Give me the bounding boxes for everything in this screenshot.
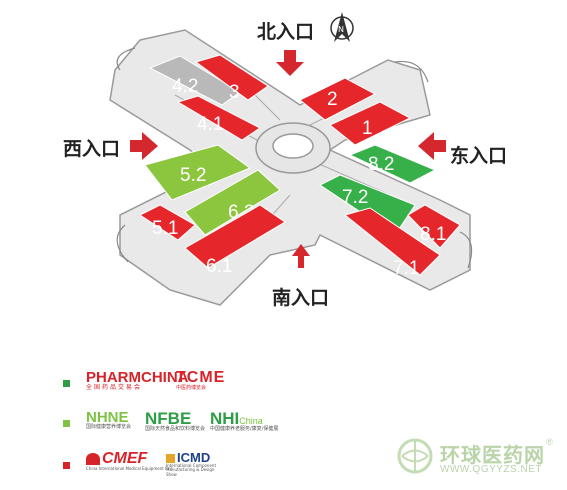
legend-swatch-lightgreen xyxy=(63,420,70,427)
hall-label: 8.1 xyxy=(420,224,446,245)
pharmchina-name: PHARMCHINA xyxy=(86,369,189,386)
north-entrance-label: 北入口 xyxy=(257,21,314,43)
nfbe-sub: 国际天然食品和饮料博览会 xyxy=(145,426,206,432)
hall-2[interactable] xyxy=(299,77,377,121)
nfbe-logo: NFBE 国际天然食品和饮料博览会 xyxy=(145,410,205,433)
compass-icon: N xyxy=(330,12,354,42)
hall-label: 4.2 xyxy=(172,76,198,97)
watermark-name: 环球医药网 xyxy=(440,443,545,467)
hall-7-1[interactable] xyxy=(343,207,441,276)
watermark-url: WWW.QGYYZS.NET xyxy=(440,464,542,475)
hall-5-2[interactable] xyxy=(144,144,252,201)
icmd-sub: International Component Manufacturing & … xyxy=(166,463,217,477)
hall-4-1[interactable] xyxy=(176,95,261,141)
east-arrow xyxy=(418,132,446,160)
pharmchina-logo: PHARMCHINA 全国药品交易会 xyxy=(86,370,189,392)
hall-label: 2 xyxy=(327,89,338,110)
tcme-logo: TCME 中医药博览会 xyxy=(176,370,225,392)
watermark-reg: ® xyxy=(546,437,553,447)
nhi-sub: 中国健康养老服务/康复/保健展 xyxy=(210,426,279,432)
south-arrow xyxy=(292,244,310,268)
nfbe-name: NFBE xyxy=(145,409,192,428)
cmef-sub: China International Medical Equipment Fa… xyxy=(86,466,173,471)
hall-label: 5.1 xyxy=(152,218,178,239)
legend-swatch-green xyxy=(63,380,70,387)
hall-1[interactable] xyxy=(329,101,412,146)
hall-5-1[interactable] xyxy=(139,204,196,241)
cmef-name: CMEF xyxy=(102,450,148,467)
icmd-name: ICMD xyxy=(177,450,211,465)
west-arrow xyxy=(130,132,158,160)
compass-letter: N xyxy=(338,25,344,34)
east-entrance-label: 东入口 xyxy=(450,144,507,167)
hall-label: 5.2 xyxy=(180,165,206,186)
nhi-suffix: China xyxy=(239,416,263,426)
nhne-name: NHNE xyxy=(86,409,129,426)
icmd-title: ICMD xyxy=(166,451,226,464)
cmef-icon xyxy=(86,452,100,465)
south-entrance-label: 南入口 xyxy=(272,287,329,309)
west-entrance-label: 西入口 xyxy=(63,138,120,160)
hall-8-1[interactable] xyxy=(407,204,461,249)
hall-label: 6.1 xyxy=(206,256,232,277)
icmd-icon xyxy=(166,454,175,464)
nhne-sub: 国际健康营养博览会 xyxy=(86,424,132,430)
hall-label: 3 xyxy=(229,82,240,103)
hall-8-2[interactable] xyxy=(348,144,437,184)
watermark: 环球医药网 ® WWW.QGYYZS.NET xyxy=(396,437,556,477)
tcme-name: TCME xyxy=(176,369,226,386)
pharmchina-sub: 全国药品交易会 xyxy=(86,384,143,391)
hall-6-1[interactable] xyxy=(184,204,286,269)
hall-3[interactable] xyxy=(194,54,269,101)
cmef-logo: CMEF China International Medical Equipme… xyxy=(86,451,172,471)
entrance-arrows xyxy=(130,50,446,268)
nhne-logo: NHNE 国际健康营养博览会 xyxy=(86,410,131,431)
hall-label: 7.1 xyxy=(393,258,419,279)
nhi-title: NHIChina xyxy=(210,410,278,427)
hall-6-2[interactable] xyxy=(184,169,281,236)
tcme-sub: 中医药博览会 xyxy=(176,385,207,391)
hall-label: 7.2 xyxy=(342,187,368,208)
halls: 4.2 3 4.1 2 1 5.2 6.2 5.1 6.1 8.2 7.2 8.… xyxy=(139,54,461,279)
central-ring xyxy=(255,122,331,174)
icmd-logo: ICMD International Component Manufacturi… xyxy=(166,451,226,477)
watermark-globe-icon xyxy=(397,438,433,474)
nhi-name: NHI xyxy=(210,409,240,428)
cmef-title: CMEF xyxy=(86,451,172,467)
hall-label: 8.2 xyxy=(368,154,394,175)
hall-label: 4.1 xyxy=(197,114,223,135)
nhi-logo: NHIChina 中国健康养老服务/康复/保健展 xyxy=(210,410,278,433)
north-arrow xyxy=(276,50,304,76)
legend-swatch-red xyxy=(63,462,70,469)
hall-label: 1 xyxy=(362,118,373,139)
